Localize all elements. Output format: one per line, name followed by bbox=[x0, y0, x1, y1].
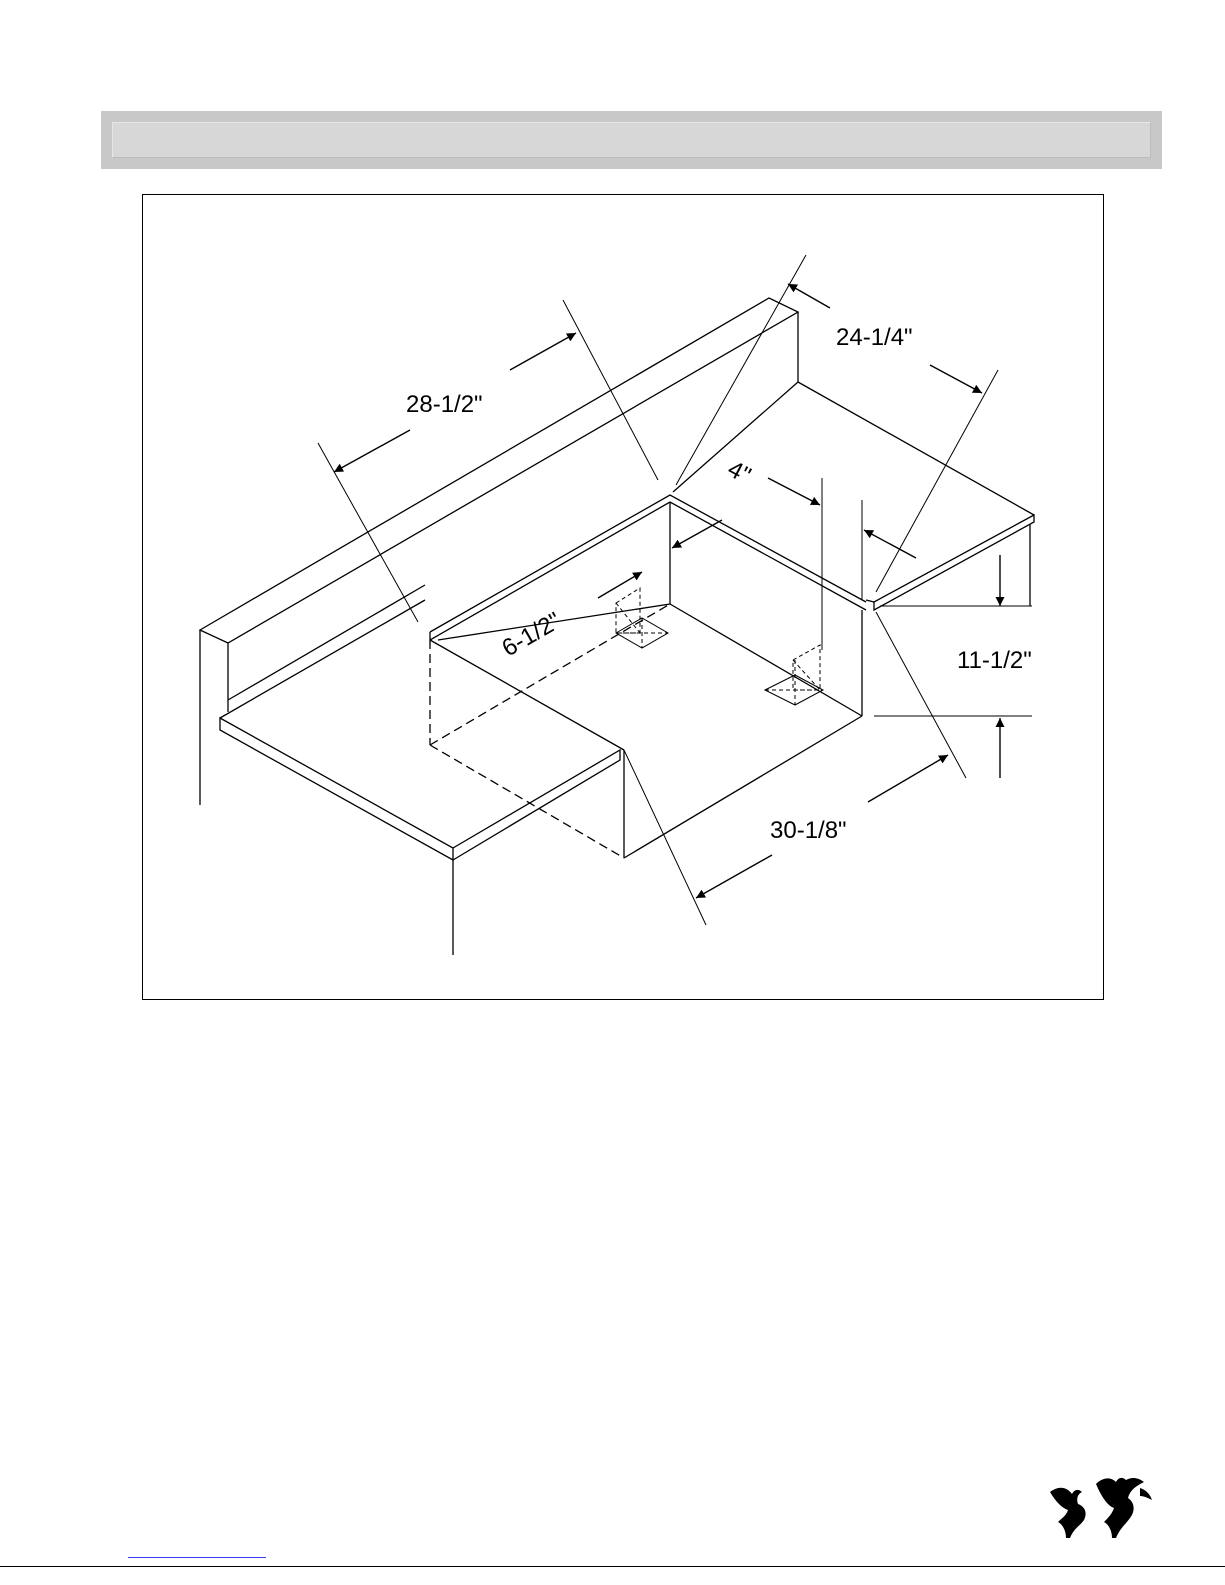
dimension-arrows bbox=[334, 284, 1000, 898]
eagles-logo-icon bbox=[1044, 1472, 1156, 1542]
right-counter bbox=[798, 382, 1034, 610]
dim-label-offset-top: 4" bbox=[723, 455, 755, 489]
bracket-right bbox=[765, 645, 823, 705]
left-counter bbox=[220, 600, 620, 955]
recessed-box bbox=[430, 495, 866, 858]
dim-label-height-right: 11-1/2" bbox=[957, 647, 1032, 674]
dim-label-inset-left: 6-1/2" bbox=[498, 607, 566, 662]
footer-rule bbox=[0, 1566, 1225, 1567]
hidden-edges bbox=[430, 604, 670, 858]
backsplash bbox=[200, 298, 798, 805]
dim-label-width-front: 30-1/8" bbox=[770, 817, 847, 844]
dim-label-width-back: 28-1/2" bbox=[406, 391, 483, 418]
extension-lines bbox=[318, 255, 1032, 925]
bracket-left bbox=[616, 588, 668, 648]
footer-link-underline[interactable] bbox=[128, 1557, 266, 1558]
dim-label-depth-right: 24-1/4" bbox=[836, 324, 913, 351]
